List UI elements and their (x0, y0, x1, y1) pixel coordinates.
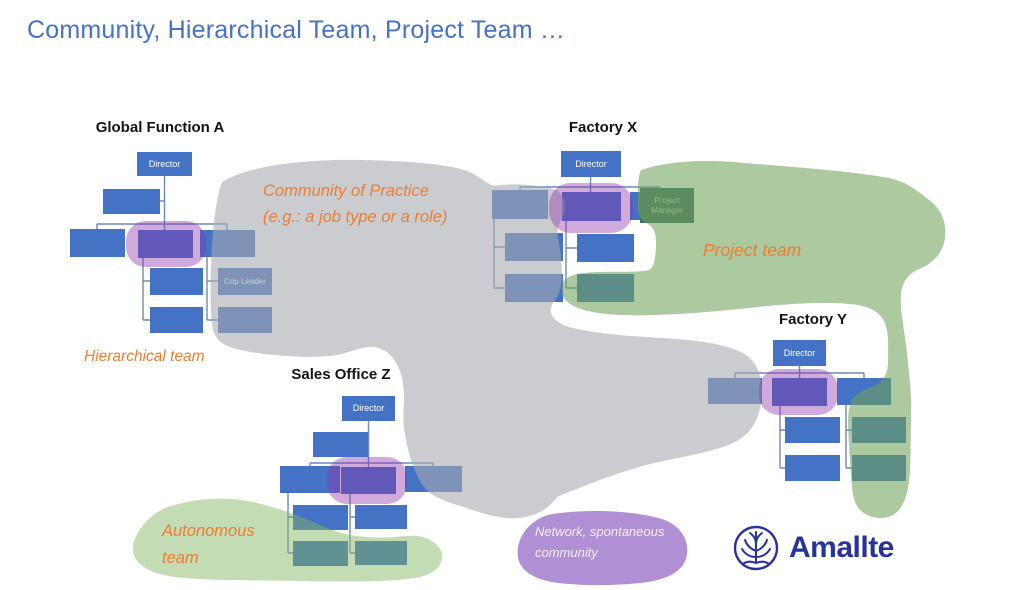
fx-child-box-2 (505, 274, 563, 302)
fx-child-box-1 (505, 233, 563, 261)
fy-director-box: Director (773, 340, 826, 366)
sz-title: Sales Office Z (291, 366, 391, 383)
sz-director-box: Director (342, 396, 395, 421)
fy-child-box-1 (785, 417, 840, 443)
fy-child-box-2 (785, 455, 840, 481)
brand-name: Amallte (789, 531, 894, 564)
fy-title: Factory Y (778, 311, 848, 328)
network-community-line2: community (535, 545, 598, 560)
sz-director-label: Director (352, 403, 385, 414)
gfa-left-box (70, 229, 125, 257)
community-of-practice-line1: Community of Practice (263, 182, 429, 200)
gfa-cop-leader-box: Cop Leader (218, 268, 272, 295)
sz-child-box-3 (355, 505, 407, 529)
fy-child-box-4 (852, 455, 906, 481)
gfa-cop-leader-label: Cop Leader (224, 276, 266, 286)
gfa-child-box-2 (150, 307, 203, 333)
gfa-child-box-3 (218, 307, 272, 333)
fx-director-box: Director (561, 151, 621, 177)
tree-icon (733, 525, 779, 571)
fy-child-box-3 (852, 417, 906, 443)
sz-child-box-2 (293, 541, 348, 566)
sz-assistant-box (313, 432, 368, 457)
network-community-label: Network, spontaneous community (535, 521, 664, 563)
autonomous-team-label: Autonomous team (162, 518, 255, 572)
sz-child-box-4 (355, 541, 407, 565)
fy-community-member-box (772, 378, 827, 406)
gfa-child-box-1 (150, 268, 203, 295)
gfa-community-member-box (138, 230, 193, 258)
fx-community-member-box (562, 192, 621, 221)
fx-title: Factory X (568, 119, 638, 136)
sz-community-member-box (341, 467, 396, 494)
fx-project-manager-label: Project Manager (651, 196, 683, 215)
community-of-practice-label: Community of Practice (e.g.: a job type … (263, 178, 447, 230)
gfa-director-label: Director (148, 158, 181, 169)
gfa-assistant-box (103, 189, 160, 214)
autonomous-team-line2: team (162, 549, 199, 567)
autonomous-team-line1: Autonomous (162, 522, 255, 540)
sz-right-box (405, 466, 462, 492)
amallte-logo: Amallte (731, 523, 894, 573)
gfa-right-box (200, 230, 255, 257)
fx-director-label: Director (575, 158, 607, 169)
fx-child-box-4 (577, 274, 634, 302)
fy-director-label: Director (783, 347, 816, 358)
fx-project-manager-box: Project Manager (640, 188, 694, 223)
hierarchical-team-label: Hierarchical team (84, 348, 205, 365)
gfa-title: Global Function A (95, 119, 225, 136)
fy-right-box (837, 378, 891, 405)
fy-left-box (708, 378, 762, 404)
network-community-line1: Network, spontaneous (535, 524, 665, 539)
community-of-practice-line2: (e.g.: a job type or a role) (263, 208, 448, 226)
sz-child-box-1 (293, 505, 348, 530)
slide-title: Community, Hierarchical Team, Project Te… (27, 16, 566, 44)
project-team-label: Project team (703, 240, 802, 260)
fx-child-box-3 (577, 234, 634, 262)
gfa-director-box: Director (137, 152, 192, 176)
sz-left-box (280, 466, 340, 493)
fx-left-box (492, 190, 548, 219)
